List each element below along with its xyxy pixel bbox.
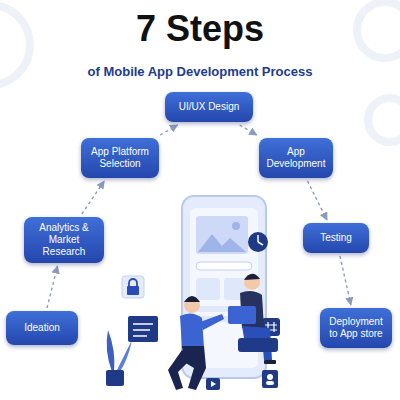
process-box: App Development <box>259 138 333 178</box>
step-label: App Platform Selection <box>87 146 153 170</box>
title: 7 Steps <box>0 8 400 50</box>
process-box: App Platform Selection <box>81 138 159 178</box>
step-label: Analytics & Market Research <box>30 222 98 258</box>
flow-arrow <box>160 125 177 135</box>
person-left <box>168 296 224 390</box>
floor-icons <box>206 370 278 390</box>
process-box: Analytics & Market Research <box>24 217 104 263</box>
clock-icon <box>248 232 268 252</box>
flow-arrow <box>82 181 105 214</box>
flow-arrow <box>240 125 257 135</box>
step-label: App Development <box>265 146 327 170</box>
subtitle: of Mobile App Development Process <box>0 64 400 79</box>
step-label: UI/UX Design <box>179 101 240 113</box>
flow-arrow <box>308 181 328 220</box>
process-box: Deployment to App store <box>320 308 392 348</box>
flow-arrow <box>47 266 58 308</box>
process-box: Testing <box>303 223 369 253</box>
panel-icon <box>128 316 158 342</box>
step-label: Ideation <box>24 322 60 334</box>
lock-icon <box>122 276 144 298</box>
process-box: Ideation <box>6 311 78 345</box>
flow-arrow <box>340 256 351 305</box>
step-label: Testing <box>320 232 352 244</box>
gear-decor <box>0 2 400 142</box>
step-label: Deployment to App store <box>326 316 386 340</box>
process-box: UI/UX Design <box>165 92 253 122</box>
person-right <box>228 274 278 364</box>
